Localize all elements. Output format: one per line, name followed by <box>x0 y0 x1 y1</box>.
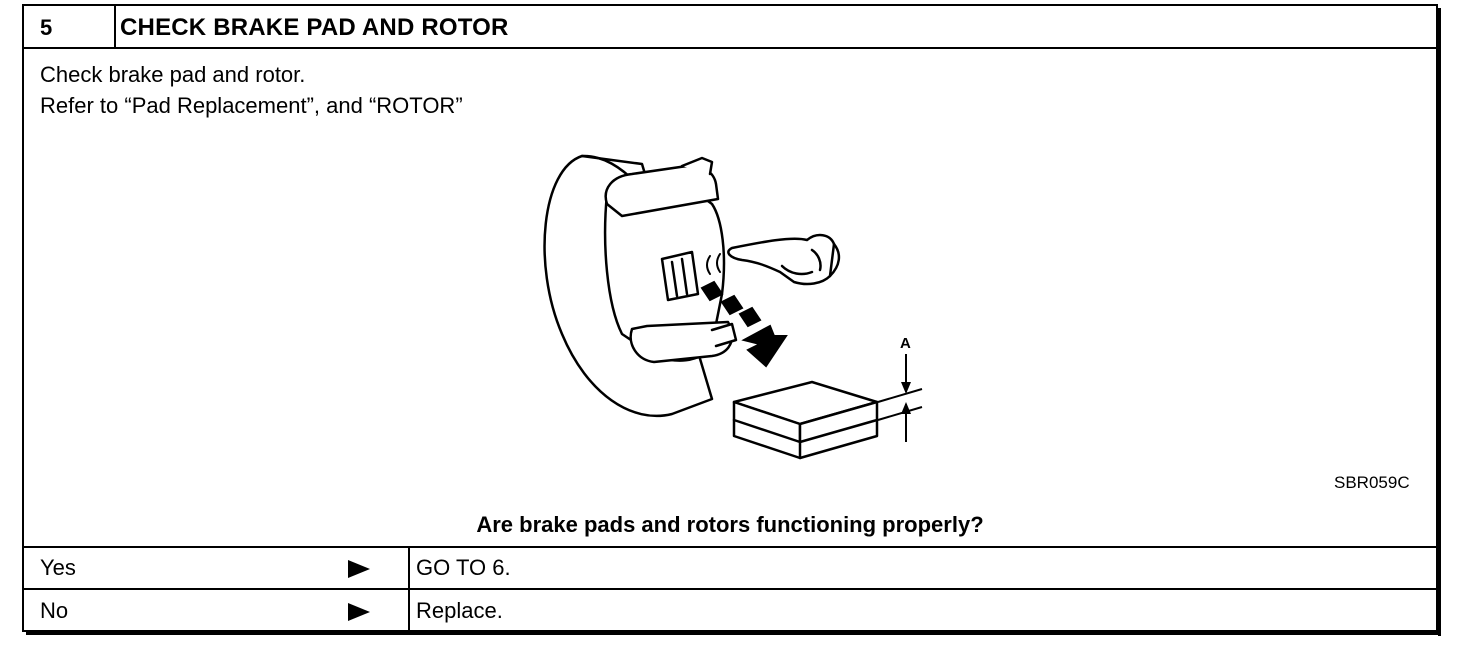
triangle-right-icon <box>348 560 370 578</box>
brake-pad-rotor-illustration: A <box>543 154 923 460</box>
figure-code: SBR059C <box>1334 473 1410 492</box>
table-border <box>22 4 1438 632</box>
header-rule <box>22 47 1438 49</box>
step-number: 5 <box>40 15 53 40</box>
instruction-line-1: Check brake pad and rotor. <box>40 62 306 87</box>
table-shadow-right <box>1438 8 1441 636</box>
thickness-dimension <box>877 354 923 442</box>
instruction-line-2: Refer to “Pad Replacement”, and “ROTOR” <box>40 93 463 118</box>
answer-result: GO TO 6. <box>416 555 511 580</box>
answer-rule-middle <box>22 588 1438 590</box>
answer-rule-top <box>22 546 1438 548</box>
answer-label: Yes <box>40 555 76 580</box>
answer-result: Replace. <box>416 598 503 623</box>
header-divider <box>114 4 116 47</box>
question-text: Are brake pads and rotors functioning pr… <box>476 512 984 537</box>
check-step-table: 5 CHECK BRAKE PAD AND ROTOR Check brake … <box>22 4 1441 638</box>
dimension-arrow-down-icon <box>901 382 911 394</box>
inspection-window <box>660 250 700 302</box>
triangle-right-icon <box>348 603 370 621</box>
answer-label: No <box>40 598 69 623</box>
table-shadow-bottom <box>26 632 1441 635</box>
answer-column-divider <box>408 546 410 632</box>
pointing-hand <box>727 233 836 286</box>
removal-arrow <box>700 280 788 368</box>
dimension-arrow-up-icon <box>901 402 911 414</box>
dimension-label: A <box>900 335 911 352</box>
step-title: CHECK BRAKE PAD AND ROTOR <box>120 14 509 41</box>
